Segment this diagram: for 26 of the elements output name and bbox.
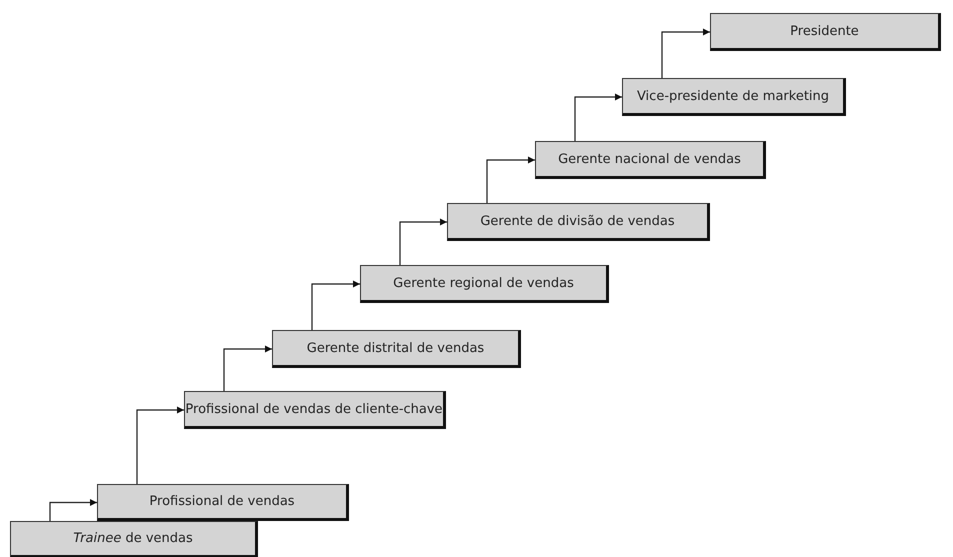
arrow (574, 94, 622, 141)
arrow (223, 346, 272, 391)
position-box (447, 203, 710, 241)
position-box (10, 521, 258, 557)
position-title: Vice-presidente de marketing (636, 88, 830, 104)
position-box (97, 484, 349, 521)
position-title: Gerente regional de vendas (393, 276, 574, 290)
position-box (710, 13, 941, 51)
position-title: Gerente nacional de vendas (558, 152, 741, 166)
position-box (272, 330, 521, 368)
position-title: Gerente de divisão de vendas (480, 214, 675, 228)
position-title: Profissional de vendas (149, 494, 295, 509)
position-box (622, 78, 846, 116)
position-box (184, 391, 446, 429)
arrow (399, 218, 447, 265)
position-box (535, 141, 766, 179)
position-title: Gerente distrital de vendas (306, 340, 484, 356)
arrow (49, 499, 97, 521)
position-box (360, 265, 609, 303)
position-title: Trainee de vendas (73, 531, 193, 546)
arrow (486, 156, 535, 203)
arrow (136, 406, 184, 484)
position-title: Profissional de vendas de cliente-chave (185, 402, 443, 416)
arrow (661, 28, 710, 78)
position-title: Presidente (790, 24, 859, 38)
arrow (311, 280, 360, 330)
